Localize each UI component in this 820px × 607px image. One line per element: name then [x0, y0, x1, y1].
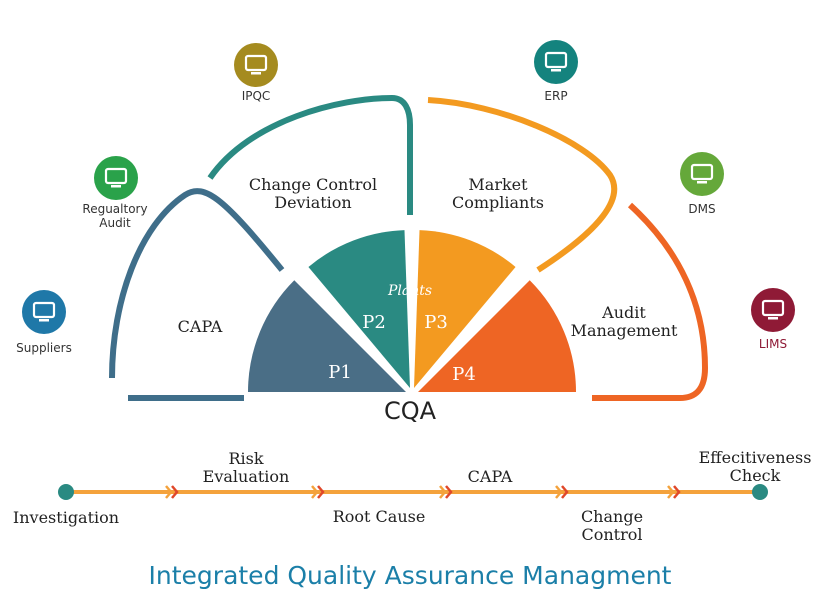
ipqc-label: IPQC — [241, 89, 271, 103]
erp-monitor-icon[interactable] — [534, 40, 578, 84]
step-investigation: Investigation — [12, 508, 120, 527]
step-change-control: Change Control — [580, 507, 644, 545]
process-chevron — [667, 485, 675, 499]
step-capa: CAPA — [467, 467, 513, 486]
arc-label-audit: Audit Management — [570, 303, 678, 341]
ipqc-monitor-icon[interactable] — [234, 43, 278, 87]
diagram-title: Integrated Quality Assurance Managment — [148, 561, 672, 590]
plant-label-p2: P2 — [362, 312, 386, 333]
suppliers-monitor-icon[interactable] — [22, 290, 66, 334]
dms-monitor-icon[interactable] — [680, 152, 724, 196]
regulatory-label: Regualtory Audit — [82, 202, 148, 230]
lims-monitor-icon[interactable] — [751, 288, 795, 332]
regulatory-monitor-icon[interactable] — [94, 156, 138, 200]
step-effectiveness-check: Effecitiveness Check — [698, 448, 812, 486]
plant-segment-p1 — [248, 280, 406, 392]
arc-change-control — [207, 94, 413, 215]
process-chevron — [317, 485, 325, 499]
plant-segment-p3 — [414, 230, 516, 388]
arc-market — [427, 97, 618, 273]
process-chevron — [439, 485, 447, 499]
arc-audit — [592, 202, 709, 401]
plants-title: Plants — [387, 283, 432, 299]
arc-capa-curve — [109, 188, 285, 379]
process-chevron — [171, 485, 179, 499]
step-root-cause: Root Cause — [332, 507, 426, 526]
plant-label-p3: P3 — [424, 312, 448, 333]
plant-segment-p4 — [418, 280, 576, 392]
erp-label: ERP — [544, 89, 568, 103]
process-chevron — [445, 485, 453, 499]
process-chevron — [311, 485, 319, 499]
suppliers-label: Suppliers — [16, 341, 72, 355]
process-start-dot — [58, 484, 74, 500]
process-chevron — [555, 485, 563, 499]
center-label-cqa: CQA — [383, 397, 437, 425]
plant-label-p4: P4 — [452, 364, 476, 385]
lims-label: LIMS — [758, 337, 788, 351]
process-chevron — [165, 485, 173, 499]
process-chevron — [561, 485, 569, 499]
plant-segment-p2 — [308, 230, 410, 388]
arc-label-change-control: Change Control Deviation — [248, 175, 378, 213]
arc-label-market: Market Compliants — [451, 175, 544, 213]
process-end-dot — [752, 484, 768, 500]
arc-label-capa: CAPA — [177, 317, 223, 336]
plant-label-p1: P1 — [328, 362, 352, 383]
process-chevrons — [165, 485, 681, 499]
step-risk-evaluation: Risk Evaluation — [202, 449, 290, 487]
process-chevron — [673, 485, 681, 499]
dms-label: DMS — [688, 202, 716, 216]
